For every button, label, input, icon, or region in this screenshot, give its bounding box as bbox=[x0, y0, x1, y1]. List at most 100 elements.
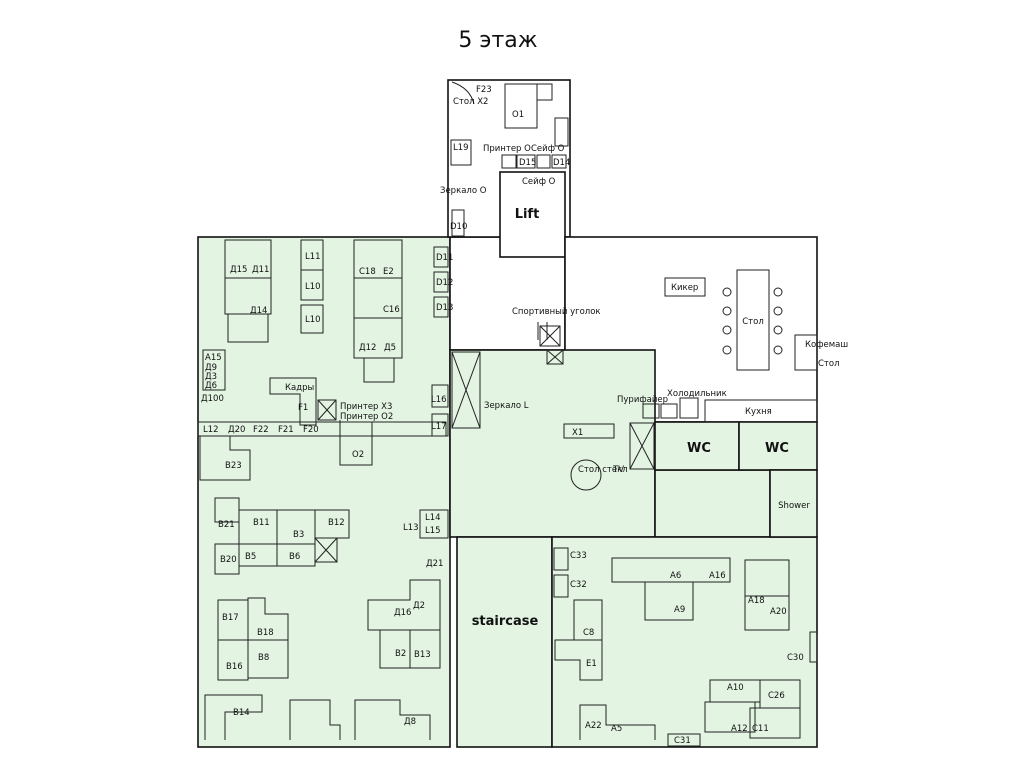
label-stol2: Стол bbox=[818, 359, 840, 369]
label-f23: F23 bbox=[476, 85, 492, 95]
label-a15: A15 bbox=[205, 353, 222, 363]
right-office-zone bbox=[551, 536, 818, 748]
label-d13: D13 bbox=[436, 303, 453, 313]
label-e1: E1 bbox=[586, 659, 597, 669]
label-purifier: Пурифайер bbox=[617, 395, 668, 405]
label-b12: B12 bbox=[328, 518, 345, 528]
label-b5: B5 bbox=[245, 552, 256, 562]
label-c18: C18 bbox=[359, 267, 376, 277]
label-b6: B6 bbox=[289, 552, 300, 562]
label-d10: D10 bbox=[450, 222, 467, 232]
wc2-label: WC bbox=[765, 441, 789, 456]
label-c11: C11 bbox=[752, 724, 769, 734]
label-c16: C16 bbox=[383, 305, 400, 315]
label-l10b: L10 bbox=[305, 315, 321, 325]
label-d6: Д6 bbox=[205, 381, 217, 391]
label-zerkalo-o: Зеркало О bbox=[440, 186, 487, 196]
label-d11b: D11 bbox=[436, 253, 453, 263]
label-d15: D15 bbox=[519, 158, 536, 168]
label-f22: F22 bbox=[253, 425, 269, 435]
label-b14: B14 bbox=[233, 708, 250, 718]
label-l11: L11 bbox=[305, 252, 321, 262]
label-stol-x2: Стол X2 bbox=[453, 97, 488, 107]
label-b23: B23 bbox=[225, 461, 242, 471]
label-a22: A22 bbox=[585, 721, 602, 731]
shower-room bbox=[769, 469, 818, 538]
label-l16: L16 bbox=[431, 395, 447, 405]
label-a20: A20 bbox=[770, 607, 787, 617]
label-d12: Д12 bbox=[359, 343, 376, 353]
label-o2: O2 bbox=[352, 450, 364, 460]
label-kofemat: Кофемаш bbox=[805, 340, 848, 350]
label-seif-o2: Сейф О bbox=[522, 177, 556, 187]
wc1-room bbox=[654, 421, 740, 471]
lift-label: Lift bbox=[515, 207, 540, 222]
lift-shaft bbox=[499, 171, 566, 258]
label-d9: Д9 bbox=[205, 363, 217, 373]
label-l19: L19 bbox=[453, 143, 469, 153]
label-c31: C31 bbox=[674, 736, 691, 746]
label-l13: L13 bbox=[403, 523, 419, 533]
label-d3: Д3 bbox=[205, 372, 217, 382]
left-office-furniture bbox=[197, 239, 449, 740]
label-d11: Д11 bbox=[252, 265, 269, 275]
label-d20: Д20 bbox=[228, 425, 245, 435]
label-c8: C8 bbox=[583, 628, 594, 638]
label-l12: L12 bbox=[203, 425, 219, 435]
label-a6: A6 bbox=[670, 571, 681, 581]
label-d15b: Д15 bbox=[230, 265, 247, 275]
label-f21: F21 bbox=[278, 425, 294, 435]
label-a10: A10 bbox=[727, 683, 744, 693]
label-d8: Д8 bbox=[404, 717, 416, 727]
label-b2: B2 bbox=[395, 649, 406, 659]
label-b21: B21 bbox=[218, 520, 235, 530]
label-a5: A5 bbox=[611, 724, 622, 734]
staircase-label: staircase bbox=[472, 614, 539, 629]
label-l15: L15 bbox=[425, 526, 441, 536]
label-b13: B13 bbox=[414, 650, 431, 660]
right-office-furniture bbox=[553, 547, 818, 747]
label-d16: Д16 bbox=[394, 608, 411, 618]
label-b18: B18 bbox=[257, 628, 274, 638]
label-e2: E2 bbox=[383, 267, 394, 277]
label-f1: F1 bbox=[298, 403, 308, 413]
wc1-label: WC bbox=[687, 441, 711, 456]
label-a9: A9 bbox=[674, 605, 685, 615]
label-l17: L17 bbox=[431, 422, 447, 432]
label-b16: B16 bbox=[226, 662, 243, 672]
label-d14: D14 bbox=[553, 158, 570, 168]
label-f20: F20 bbox=[303, 425, 319, 435]
label-d12b: D12 bbox=[436, 278, 453, 288]
label-b8: B8 bbox=[258, 653, 269, 663]
left-office-zone bbox=[197, 236, 451, 748]
label-fridge: Холодильник bbox=[667, 389, 727, 399]
label-a16: A16 bbox=[709, 571, 726, 581]
label-l14: L14 bbox=[425, 513, 441, 523]
kitchen-furniture bbox=[537, 269, 818, 423]
label-stol: Стол bbox=[742, 317, 764, 327]
label-d5: Д5 bbox=[384, 343, 396, 353]
staircase-zone bbox=[456, 536, 553, 748]
label-zerkalo-l: Зеркало L bbox=[484, 401, 529, 411]
label-o1: O1 bbox=[512, 110, 524, 120]
corridor-furniture bbox=[451, 349, 655, 491]
label-b20: B20 bbox=[220, 555, 237, 565]
label-l10a: L10 bbox=[305, 282, 321, 292]
label-d21: Д21 bbox=[426, 559, 443, 569]
label-a18: A18 bbox=[748, 596, 765, 606]
label-kiker: Кикер bbox=[671, 283, 698, 293]
label-x1: X1 bbox=[572, 428, 583, 438]
label-sport: Спортивный уголок bbox=[512, 307, 601, 317]
label-b3: B3 bbox=[293, 530, 304, 540]
label-a12: A12 bbox=[731, 724, 748, 734]
label-b17: B17 bbox=[222, 613, 239, 623]
label-kitchen: Кухня bbox=[745, 407, 772, 417]
label-printer-o: Принтер О bbox=[483, 144, 531, 154]
label-stol-stekl: Стол стекл bbox=[578, 465, 628, 475]
label-d2: Д2 bbox=[413, 601, 425, 611]
label-c33: C33 bbox=[570, 551, 587, 561]
label-printer-x3: Принтер X3 bbox=[340, 402, 392, 412]
corridor-right-zone bbox=[654, 469, 771, 538]
label-tv: TV bbox=[612, 465, 624, 475]
